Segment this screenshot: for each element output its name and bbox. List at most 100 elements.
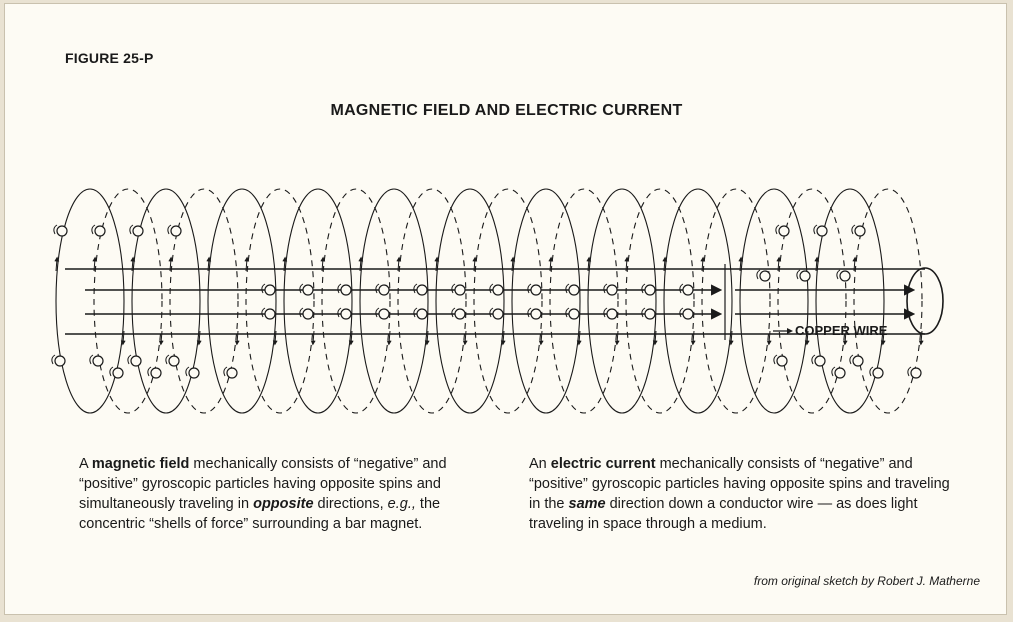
- gyroscopic-particle: [759, 270, 771, 282]
- gyroscopic-particle: [799, 270, 811, 282]
- spin-mark: [489, 283, 494, 294]
- gyroscopic-particle: [682, 284, 694, 296]
- field-loop: [169, 188, 239, 414]
- field-arrow: [462, 330, 468, 346]
- field-loop: [511, 188, 581, 414]
- gyroscopic-particle: [94, 225, 106, 237]
- figure-page: FIGURE 25-P MAGNETIC FIELD AND ELECTRIC …: [4, 3, 1007, 615]
- gyroscopic-particle: [910, 367, 922, 379]
- spin-mark: [907, 366, 912, 377]
- spin-mark: [261, 283, 266, 294]
- figure-label: FIGURE 25-P: [65, 50, 154, 66]
- gyroscopic-particle: [454, 308, 466, 320]
- field-arrow: [728, 330, 734, 346]
- field-loop: [739, 188, 809, 414]
- field-arrow: [348, 330, 354, 346]
- gyroscopic-particle: [839, 270, 851, 282]
- spin-mark: [129, 224, 134, 235]
- field-arrow: [652, 330, 658, 346]
- gyroscopic-particle: [416, 284, 428, 296]
- spin-mark: [565, 283, 570, 294]
- gyroscopic-particle: [340, 284, 352, 296]
- spin-mark: [489, 307, 494, 318]
- gyroscopic-particle: [340, 308, 352, 320]
- field-arrow: [196, 330, 202, 346]
- gyroscopic-particle: [492, 284, 504, 296]
- gyroscopic-particle: [568, 308, 580, 320]
- field-arrow: [234, 330, 240, 346]
- spin-mark: [603, 283, 608, 294]
- gyroscopic-particle: [454, 284, 466, 296]
- field-loop: [55, 188, 125, 414]
- caption-electric-current: An electric current mechanically consist…: [529, 456, 950, 532]
- figure-title: MAGNETIC FIELD AND ELECTRIC CURRENT: [330, 102, 683, 119]
- gyroscopic-particle: [130, 355, 142, 367]
- field-arrow: [538, 330, 544, 346]
- field-arrow: [842, 330, 848, 346]
- gyroscopic-particle: [530, 308, 542, 320]
- field-loop: [207, 188, 277, 414]
- credit-line: from original sketch by Robert J. Mather…: [753, 574, 980, 588]
- spin-mark: [869, 366, 874, 377]
- gyroscopic-particle: [168, 355, 180, 367]
- field-arrow: [690, 330, 696, 346]
- spin-mark: [773, 354, 778, 365]
- field-loop: [777, 188, 847, 414]
- spin-mark: [756, 269, 761, 280]
- gyroscopic-particle: [226, 367, 238, 379]
- spin-mark: [831, 366, 836, 377]
- gyroscopic-particle: [872, 367, 884, 379]
- gyroscopic-particle: [492, 308, 504, 320]
- gyroscopic-particle: [606, 284, 618, 296]
- field-arrow: [880, 330, 886, 346]
- field-loop: [853, 188, 923, 414]
- field-arrow: [424, 330, 430, 346]
- field-arrow: [386, 330, 392, 346]
- spin-mark: [811, 354, 816, 365]
- field-loops: [51, 188, 924, 414]
- field-arrow: [272, 330, 278, 346]
- field-loop: [321, 188, 391, 414]
- spin-mark: [375, 307, 380, 318]
- spin-mark: [223, 366, 228, 377]
- spin-mark: [413, 283, 418, 294]
- spin-mark: [813, 224, 818, 235]
- gyroscopic-particle: [54, 355, 66, 367]
- gyroscopic-particle: [170, 225, 182, 237]
- gyroscopic-particle: [834, 367, 846, 379]
- gyroscopic-particle: [56, 225, 68, 237]
- spin-mark: [849, 354, 854, 365]
- spin-mark: [451, 283, 456, 294]
- spin-mark: [679, 307, 684, 318]
- spin-mark: [375, 283, 380, 294]
- spin-mark: [836, 269, 841, 280]
- field-arrow: [158, 330, 164, 346]
- gyroscopic-particle: [302, 284, 314, 296]
- gyroscopic-particle: [188, 367, 200, 379]
- spin-mark: [127, 354, 132, 365]
- spin-mark: [413, 307, 418, 318]
- spin-mark: [261, 307, 266, 318]
- field-loop: [93, 188, 163, 414]
- gyroscopic-particle: [378, 284, 390, 296]
- spin-mark: [51, 354, 56, 365]
- spin-mark: [165, 354, 170, 365]
- gyroscopic-particle: [264, 284, 276, 296]
- gyroscopic-particle: [852, 355, 864, 367]
- spin-mark: [775, 224, 780, 235]
- gyroscopic-particle: [778, 225, 790, 237]
- field-loop: [397, 188, 467, 414]
- field-loop: [549, 188, 619, 414]
- spin-mark: [337, 307, 342, 318]
- spin-mark: [603, 307, 608, 318]
- spin-mark: [109, 366, 114, 377]
- gyroscopic-particle: [530, 284, 542, 296]
- copper-wire: [65, 264, 944, 340]
- spin-mark: [89, 354, 94, 365]
- spin-mark: [147, 366, 152, 377]
- field-loop: [435, 188, 505, 414]
- gyroscopic-particle: [644, 284, 656, 296]
- field-loop: [359, 188, 429, 414]
- gyroscopic-particle: [302, 308, 314, 320]
- gyroscopic-particle: [814, 355, 826, 367]
